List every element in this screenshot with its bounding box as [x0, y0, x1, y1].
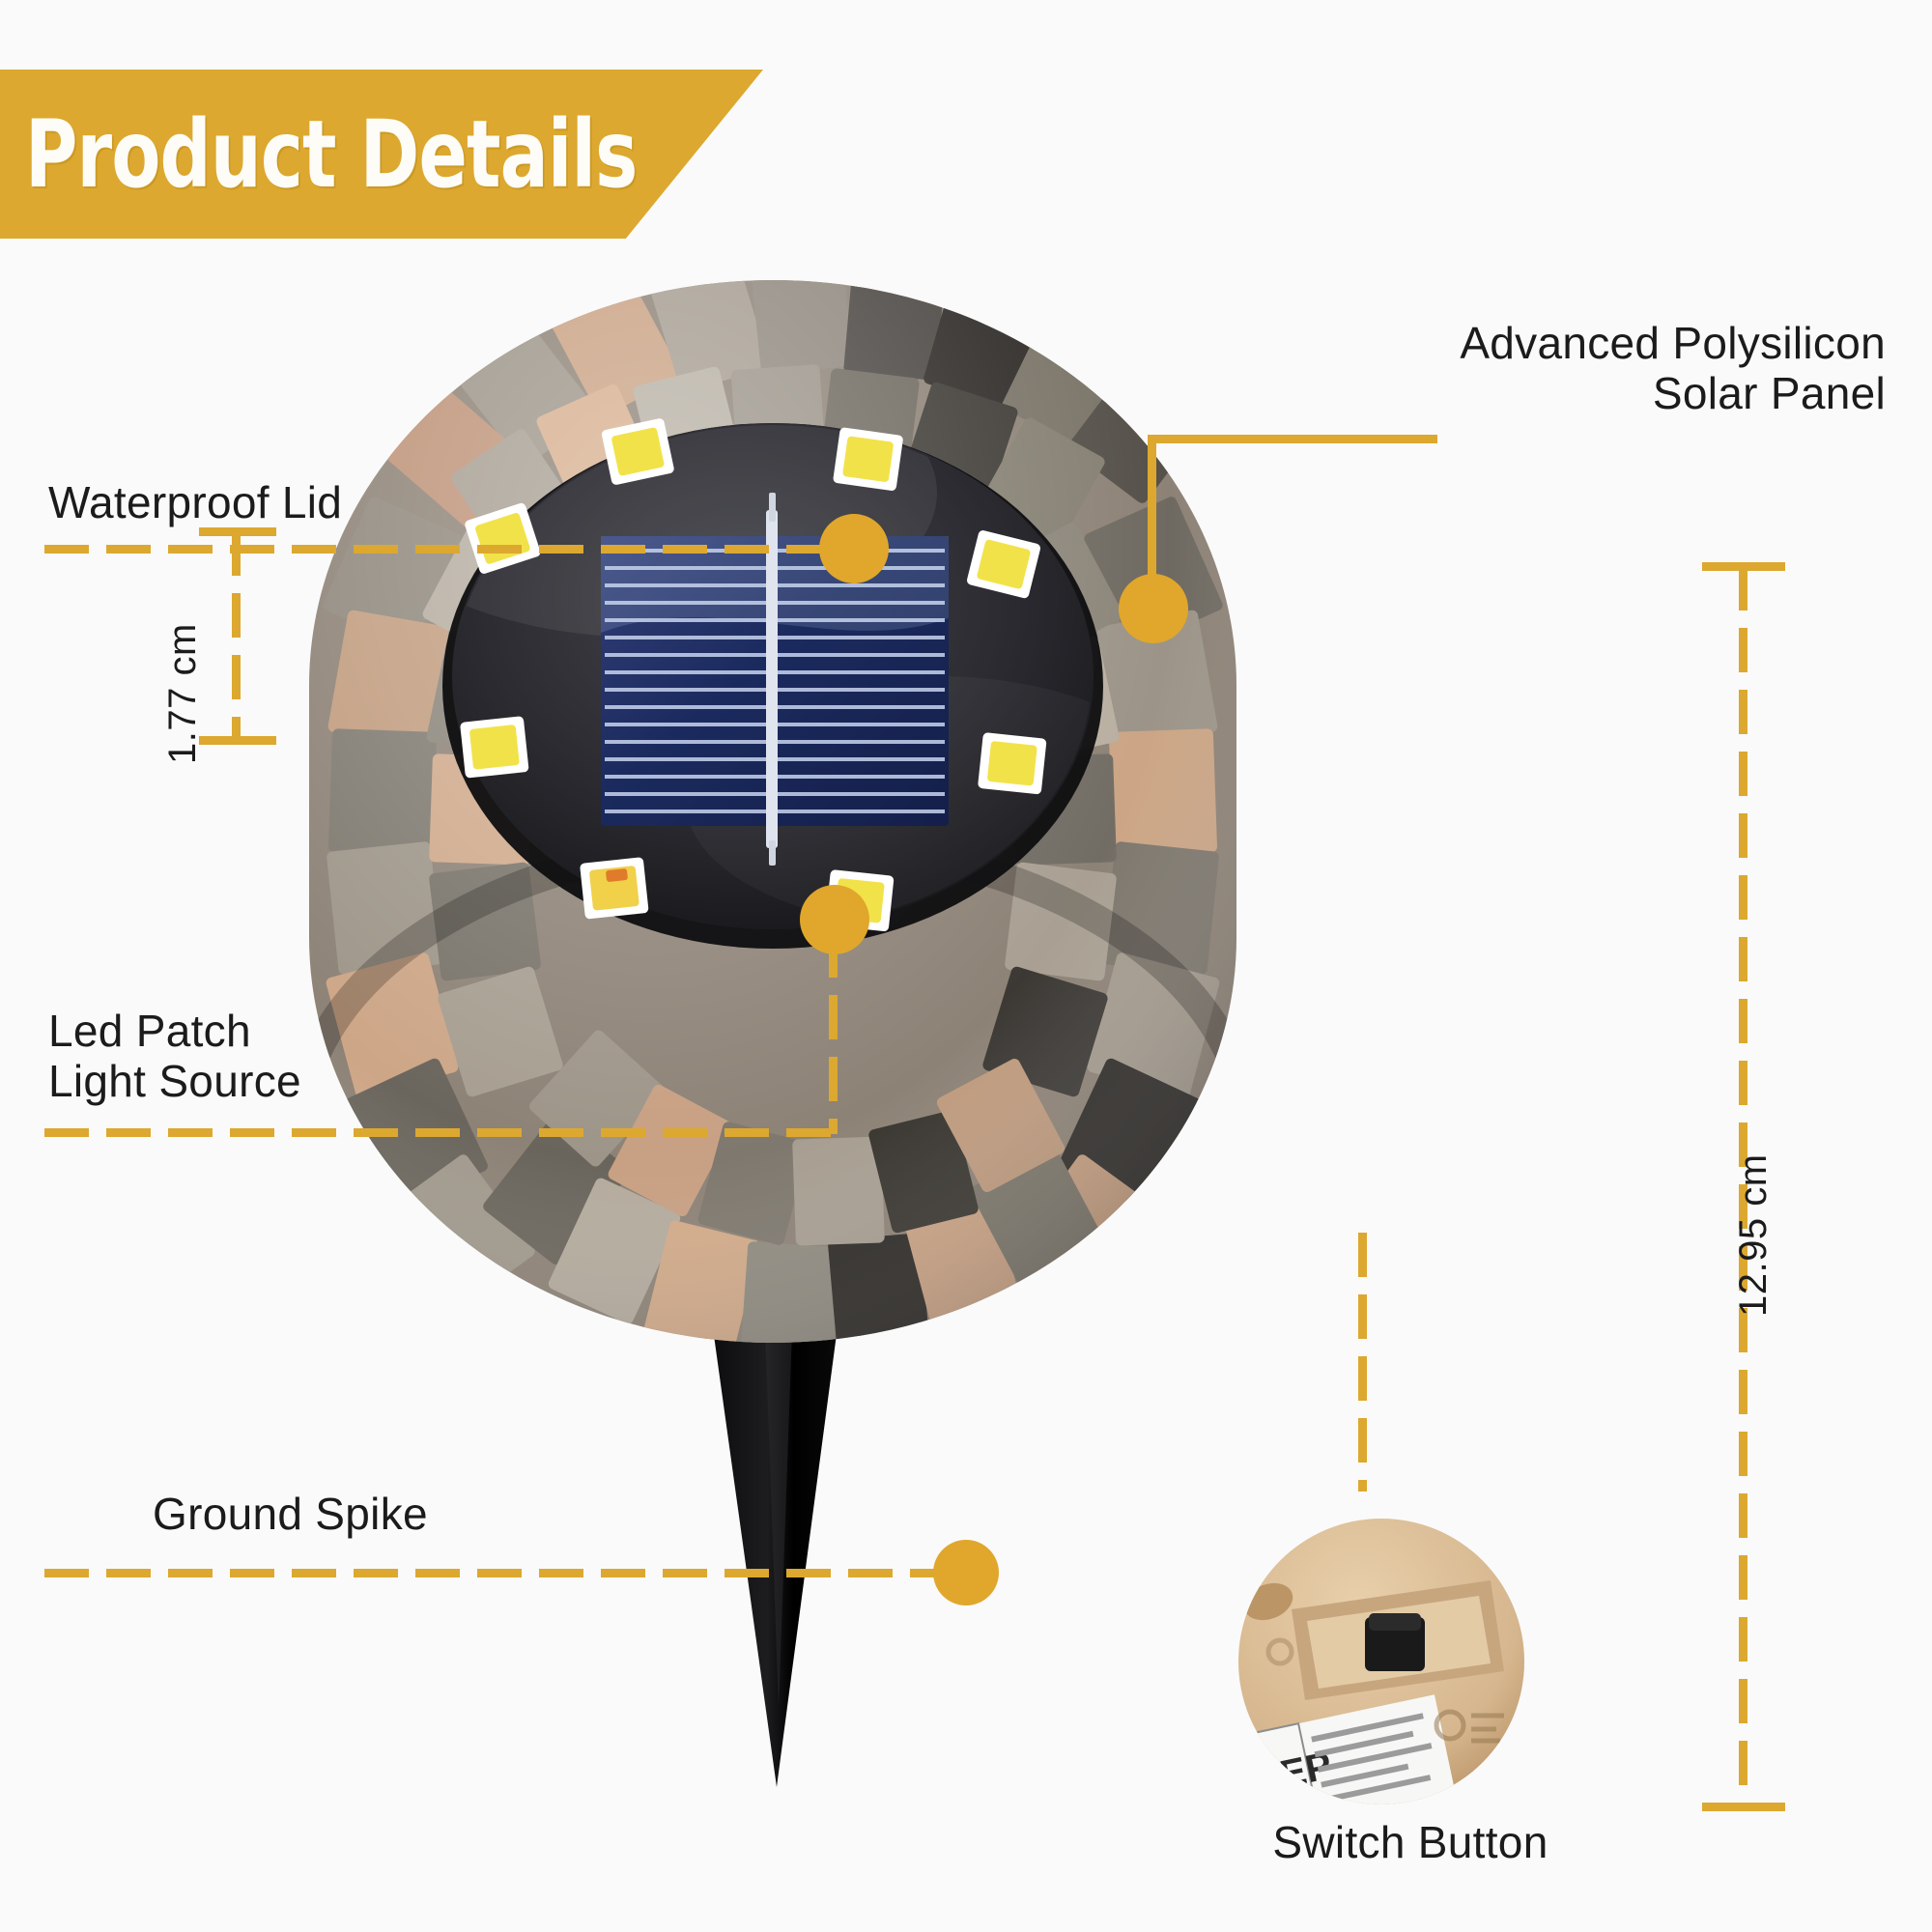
dim-1295-bottom-cap: [1702, 1803, 1785, 1811]
callout-waterproof-lid-label: Waterproof Lid: [48, 477, 343, 527]
dim-1295-line: [1739, 566, 1747, 1804]
product-illustration: [261, 203, 1285, 1826]
product-details-banner: Product Details: [0, 70, 763, 239]
polysilicon-solar-cell: [601, 493, 949, 866]
ground-spike-shape: [697, 1217, 852, 1787]
connector-solar-panel-horizontal: [1148, 435, 1437, 443]
callout-ground-spike-label: Ground Spike: [153, 1489, 428, 1539]
led-patch-array: [460, 418, 1047, 932]
connector-led-patch-dot: [800, 885, 869, 954]
dim-177-bottom-cap: [199, 736, 276, 745]
dimension-label-12-95cm: 12.95 cm: [1732, 1153, 1775, 1317]
callout-solar-panel-label: Advanced Polysilicon Solar Panel: [1460, 318, 1886, 418]
connector-led-patch-horizontal: [44, 1128, 837, 1137]
connector-waterproof-lid-dot: [819, 514, 889, 583]
page-title: Product Details: [25, 99, 638, 209]
callout-led-patch-label: Led Patch Light Source: [48, 1006, 301, 1106]
dimension-label-1-77cm: 1.77 cm: [161, 623, 204, 764]
connector-led-patch-vertical: [829, 933, 838, 1134]
callout-switch-button-label: Switch Button: [1272, 1817, 1548, 1867]
switch-button-inset: REP: [1222, 1517, 1541, 1806]
connector-solar-panel-dot: [1119, 574, 1188, 643]
connector-solar-panel-vertical: [1148, 435, 1156, 589]
connector-ground-spike-dot: [933, 1540, 999, 1605]
connector-waterproof-lid-line: [44, 545, 827, 554]
dim-177-line: [232, 531, 241, 738]
connector-switch-button-line: [1358, 1233, 1367, 1492]
connector-ground-spike-line: [44, 1569, 943, 1577]
